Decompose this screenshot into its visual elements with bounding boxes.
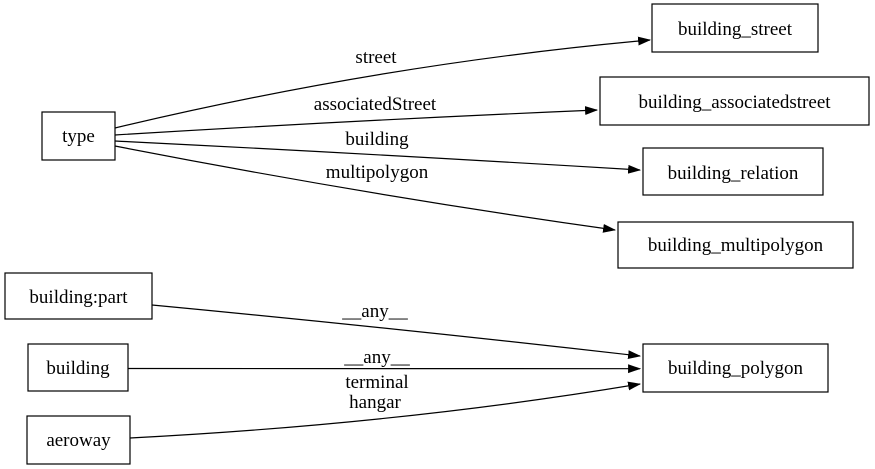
edge-type-building_relation: [114, 140, 642, 174]
edge-label-street: street: [355, 47, 397, 68]
node-building-multipolygon: building_multipolygon: [617, 221, 854, 269]
edge-label-multipolygon: multipolygon: [326, 162, 429, 183]
node-building-associatedstreet: building_associatedstreet: [599, 76, 870, 126]
node-building-polygon-box: [642, 343, 829, 393]
node-building-multipolygon-label: building_multipolygon: [648, 235, 824, 256]
node-building-label: building: [46, 358, 110, 379]
edge-label-any-2: __any__: [343, 347, 410, 368]
nodes-layer: type building:part building aeroway buil…: [4, 3, 870, 465]
edge-label-building: building: [345, 129, 409, 150]
edge-labels-layer: street associatedStreet building multipo…: [314, 47, 437, 413]
node-building: building: [27, 343, 129, 392]
node-building-multipolygon-box: [617, 221, 854, 269]
node-building-street-box: [651, 3, 819, 53]
node-building-relation-box: [642, 147, 824, 196]
node-building-part: building:part: [4, 272, 153, 320]
node-building-associatedstreet-box: [599, 76, 870, 126]
node-type: type: [41, 111, 116, 161]
edge-label-terminal: terminal: [345, 372, 408, 393]
edge-aeroway-building_polygon: [129, 381, 642, 439]
node-building-associatedstreet-label: building_associatedstreet: [638, 92, 831, 113]
node-building-part-label: building:part: [29, 287, 128, 308]
edge-label-associatedstreet: associatedStreet: [314, 94, 437, 115]
node-building-polygon-label: building_polygon: [668, 358, 804, 379]
node-building-part-box: [4, 272, 153, 320]
edge-label-any-1: __any__: [341, 301, 408, 322]
edges-layer: [114, 36, 652, 439]
edge-label-hangar: hangar: [349, 392, 401, 413]
edge-type-building_associatedstreet: [114, 106, 599, 136]
node-building-polygon: building_polygon: [642, 343, 829, 393]
edge-type-building_street: [114, 36, 652, 129]
node-building-street: building_street: [651, 3, 819, 53]
node-building-relation-label: building_relation: [668, 163, 799, 184]
node-type-label: type: [62, 126, 95, 147]
edge-type-building_multipolygon: [114, 145, 617, 233]
node-aeroway: aeroway: [26, 415, 131, 465]
node-type-box: [41, 111, 116, 161]
node-building-box: [27, 343, 129, 392]
node-aeroway-label: aeroway: [46, 430, 111, 451]
edge-building_part-building_polygon: [151, 304, 642, 360]
node-building-street-label: building_street: [678, 19, 793, 40]
node-aeroway-box: [26, 415, 131, 465]
node-building-relation: building_relation: [642, 147, 824, 196]
